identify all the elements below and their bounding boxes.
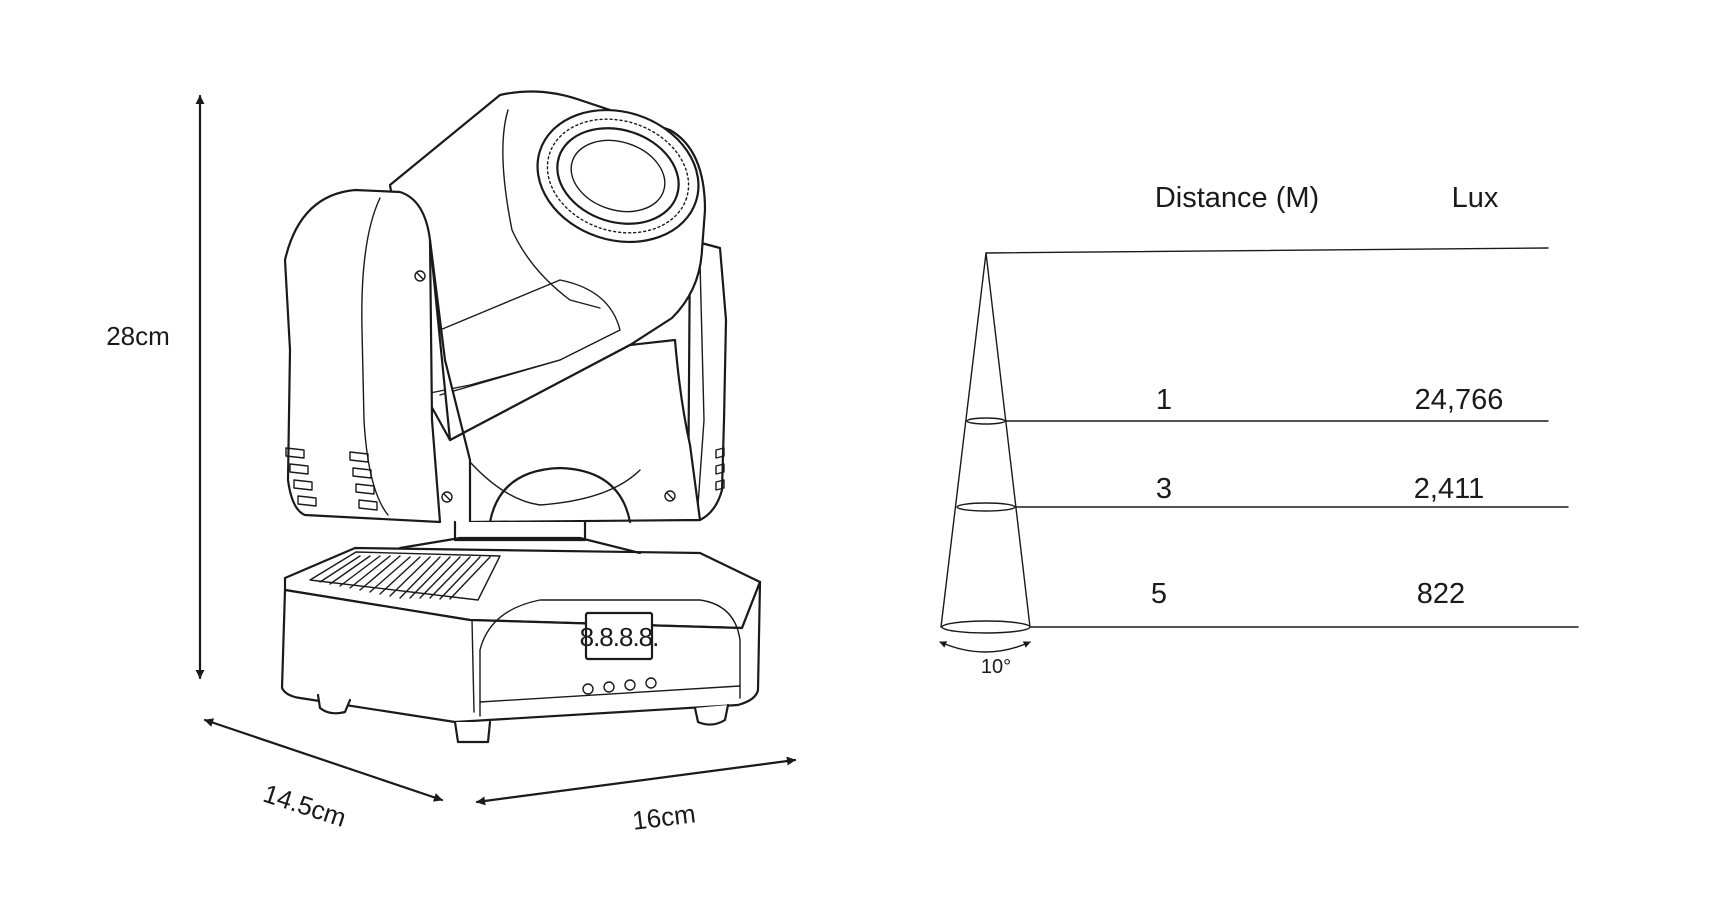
foot-right (693, 703, 730, 726)
button-down (624, 679, 636, 691)
beam-angle-label: 10° (981, 656, 1011, 678)
height-label: 28cm (106, 321, 170, 351)
head-contour (502, 109, 601, 309)
width-label: 16cm (631, 798, 698, 836)
base-top-grille (309, 551, 501, 601)
beam-cone (940, 252, 1031, 628)
depth-arrow (203, 718, 444, 802)
beam-diagram: 10° (939, 247, 1579, 678)
width-arrow (475, 756, 797, 806)
row-lux-3: 2,411 (1414, 473, 1484, 505)
header-lux: Lux (1452, 182, 1499, 214)
row-lux-1: 24,766 (1415, 384, 1504, 416)
depth-label: 14.5cm (260, 778, 350, 833)
yoke-right-inner (697, 261, 705, 506)
moving-head-fixture: 8.8.8.8. (280, 90, 762, 744)
foot-left (316, 693, 352, 715)
neck (453, 520, 587, 542)
button-mode (582, 683, 594, 695)
row-distance-3: 3 (1156, 473, 1172, 505)
beam-slice-3 (956, 502, 1016, 512)
base-edge (471, 619, 475, 713)
led-display (584, 611, 654, 661)
control-buttons (582, 677, 657, 695)
base-strip (479, 685, 741, 703)
source-line (985, 247, 1549, 254)
head-seam (419, 359, 561, 396)
yoke-hub (488, 466, 632, 524)
base-rim (398, 536, 642, 555)
beam-slice-1 (966, 417, 1006, 425)
beam-slice-5 (941, 620, 1031, 634)
screw-icons (414, 270, 676, 503)
button-up (603, 681, 615, 693)
beam-angle-arc (939, 641, 1031, 653)
dimension-arrows (195, 94, 797, 806)
right-vent (715, 447, 725, 491)
row-lux-5: 822 (1417, 578, 1465, 610)
base-front (280, 580, 762, 724)
row-distance-1: 1 (1156, 384, 1172, 416)
head-lower-panel (439, 279, 621, 396)
row-distance-5: 5 (1151, 578, 1167, 610)
yoke-curve (469, 461, 641, 506)
yoke-left-inner (361, 197, 389, 516)
header-distance: Distance (M) (1155, 182, 1319, 214)
base-grille-lines (319, 555, 491, 600)
led-readout: 8.8.8.8. (580, 622, 659, 652)
base-panel (479, 599, 741, 717)
left-vent (285, 447, 378, 511)
lux-table: Distance (M) Lux 1 24,766 3 2,411 5 822 (1151, 182, 1503, 610)
button-enter (645, 677, 657, 689)
foot-front (453, 720, 492, 744)
lens (536, 108, 700, 244)
